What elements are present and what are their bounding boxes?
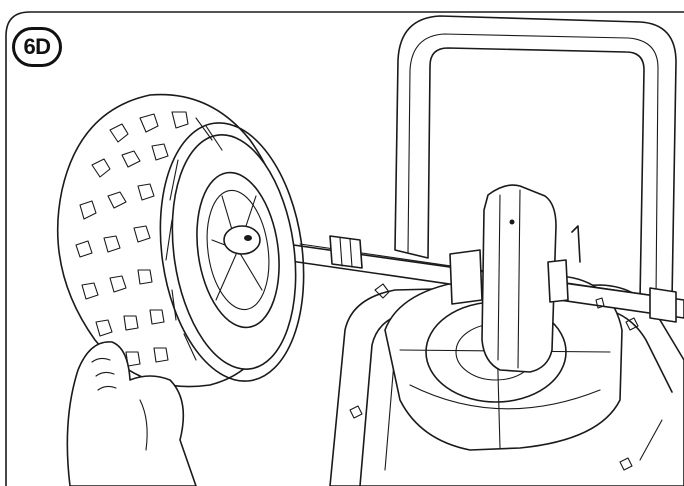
gear-housing — [449, 184, 581, 373]
deck-fasteners — [349, 283, 639, 471]
step-label: 6D — [23, 34, 51, 59]
hand — [66, 341, 197, 486]
step-badge: 6D — [12, 27, 62, 67]
tire — [56, 93, 305, 388]
panel-border — [5, 11, 684, 486]
